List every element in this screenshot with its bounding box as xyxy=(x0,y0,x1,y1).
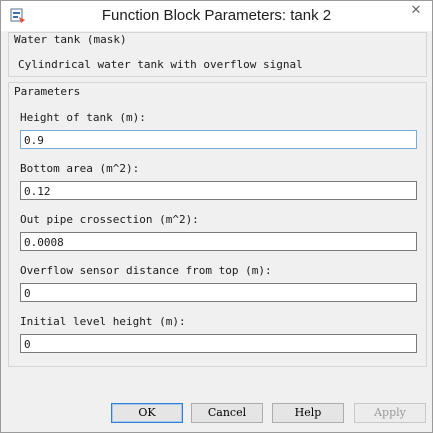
simulink-app-icon xyxy=(10,8,25,23)
overflow-sensor-distance-input[interactable]: 0 xyxy=(20,283,417,302)
cancel-button[interactable]: Cancel xyxy=(191,403,263,423)
parameters-group xyxy=(8,82,427,367)
initial-level-height-input[interactable]: 0 xyxy=(20,334,417,353)
ok-button[interactable]: OK xyxy=(111,403,183,423)
mask-description: Cylindrical water tank with overflow sig… xyxy=(18,58,303,71)
bottom-area-input[interactable]: 0.12 xyxy=(20,181,417,200)
apply-button[interactable]: Apply xyxy=(354,403,426,423)
height-of-tank-input[interactable]: 0.9 xyxy=(20,130,417,149)
out-pipe-crossection-label: Out pipe crossection (m^2): xyxy=(20,213,199,226)
parameters-group-legend: Parameters xyxy=(13,85,82,98)
bottom-area-label: Bottom area (m^2): xyxy=(20,162,140,175)
window-title: Function Block Parameters: tank 2 xyxy=(101,7,332,24)
initial-level-height-label: Initial level height (m): xyxy=(20,315,186,328)
overflow-sensor-distance-label: Overflow sensor distance from top (m): xyxy=(20,264,272,277)
close-icon: ✕ xyxy=(410,3,422,18)
close-button[interactable]: ✕ xyxy=(402,1,430,21)
mask-group-legend: Water tank (mask) xyxy=(13,33,128,46)
out-pipe-crossection-input[interactable]: 0.0008 xyxy=(20,232,417,251)
help-button[interactable]: Help xyxy=(272,403,344,423)
title-bar[interactable]: Function Block Parameters: tank 2 ✕ xyxy=(1,1,432,31)
mask-description-group xyxy=(8,32,427,77)
height-of-tank-label: Height of tank (m): xyxy=(20,111,146,124)
